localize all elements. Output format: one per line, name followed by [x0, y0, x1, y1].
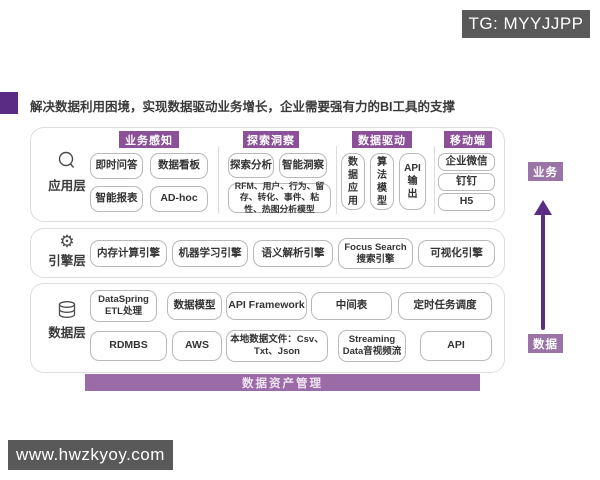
- box-memory-engine: 内存计算引擎: [90, 240, 167, 267]
- data-asset-management-bar: 数据资产管理: [85, 374, 480, 391]
- section-header-perception: 业务感知: [119, 131, 179, 148]
- box-smart-report: 智能报表: [90, 186, 143, 212]
- box-explore-analysis: 探索分析: [228, 153, 274, 178]
- data-layer-label: 数据层: [48, 326, 86, 340]
- box-aws: AWS: [172, 331, 222, 361]
- box-task-scheduler: 定时任务调度: [398, 292, 492, 320]
- box-smart-insight: 智能洞察: [279, 153, 327, 178]
- section-divider-1: [218, 146, 219, 214]
- box-data-model: 数据模型: [167, 292, 222, 320]
- box-api-output: API 输 出: [399, 153, 426, 210]
- engine-layer-label-group: ⚙ 引擎层: [38, 233, 96, 269]
- data-layer-label-group: 数据层: [38, 300, 96, 341]
- section-header-data-driven: 数据驱动: [352, 131, 412, 148]
- arrow-up-icon: [534, 200, 552, 215]
- box-dingtalk: 钉钉: [438, 173, 495, 191]
- box-h5: H5: [438, 193, 495, 211]
- arrow-shaft: [541, 214, 545, 330]
- box-visualization-engine: 可视化引擎: [418, 240, 495, 267]
- box-semantic-engine: 语义解析引擎: [253, 240, 333, 267]
- box-data-app: 数 据 应 用: [341, 153, 365, 210]
- box-instant-qa: 即时问答: [90, 153, 143, 179]
- magnifier-icon: [56, 150, 78, 172]
- section-header-insight: 探索洞察: [243, 131, 299, 148]
- box-data-dashboard: 数据看板: [150, 153, 208, 179]
- engine-layer-label: 引擎层: [48, 254, 86, 268]
- box-middle-table: 中间表: [311, 292, 392, 320]
- box-ml-engine: 机器学习引擎: [172, 240, 248, 267]
- box-api-framework: API Framework: [226, 292, 307, 320]
- page-title: 解决数据利用困境，实现数据驱动业务增长，企业需要强有力的BI工具的支撑: [30, 100, 456, 114]
- box-adhoc: AD-hoc: [150, 186, 208, 212]
- box-streaming-data: Streaming Data音视频流: [338, 330, 406, 362]
- site-watermark-badge: www.hwzkyoy.com: [8, 440, 173, 470]
- box-algo-model: 算 法 模 型: [370, 153, 394, 210]
- box-dataspring-etl: DataSpring ETL处理: [90, 290, 157, 322]
- business-flow-label: 业务: [528, 162, 563, 181]
- box-api: API: [420, 331, 492, 361]
- application-layer-label: 应用层: [48, 179, 86, 193]
- section-header-mobile: 移动端: [444, 131, 492, 148]
- database-icon: [56, 300, 78, 320]
- box-local-data-files: 本地数据文件：Csv、 Txt、Json: [226, 330, 328, 362]
- section-divider-2: [336, 146, 337, 214]
- box-focus-search-engine: Focus Search 搜索引擎: [338, 238, 413, 269]
- data-flow-label: 数据: [528, 334, 563, 353]
- box-analysis-models: RFM、用户、行为、留存、转化、事件、粘性、热图分析模型: [228, 181, 331, 214]
- box-rdmbs: RDMBS: [90, 331, 167, 361]
- gear-icon: ⚙: [59, 232, 75, 251]
- box-wecom: 企业微信: [438, 153, 495, 171]
- title-bullet-square: [0, 92, 18, 114]
- section-divider-3: [434, 146, 435, 214]
- tg-badge: TG: MYYJJPP: [462, 10, 590, 38]
- application-layer-label-group: 应用层: [38, 150, 96, 194]
